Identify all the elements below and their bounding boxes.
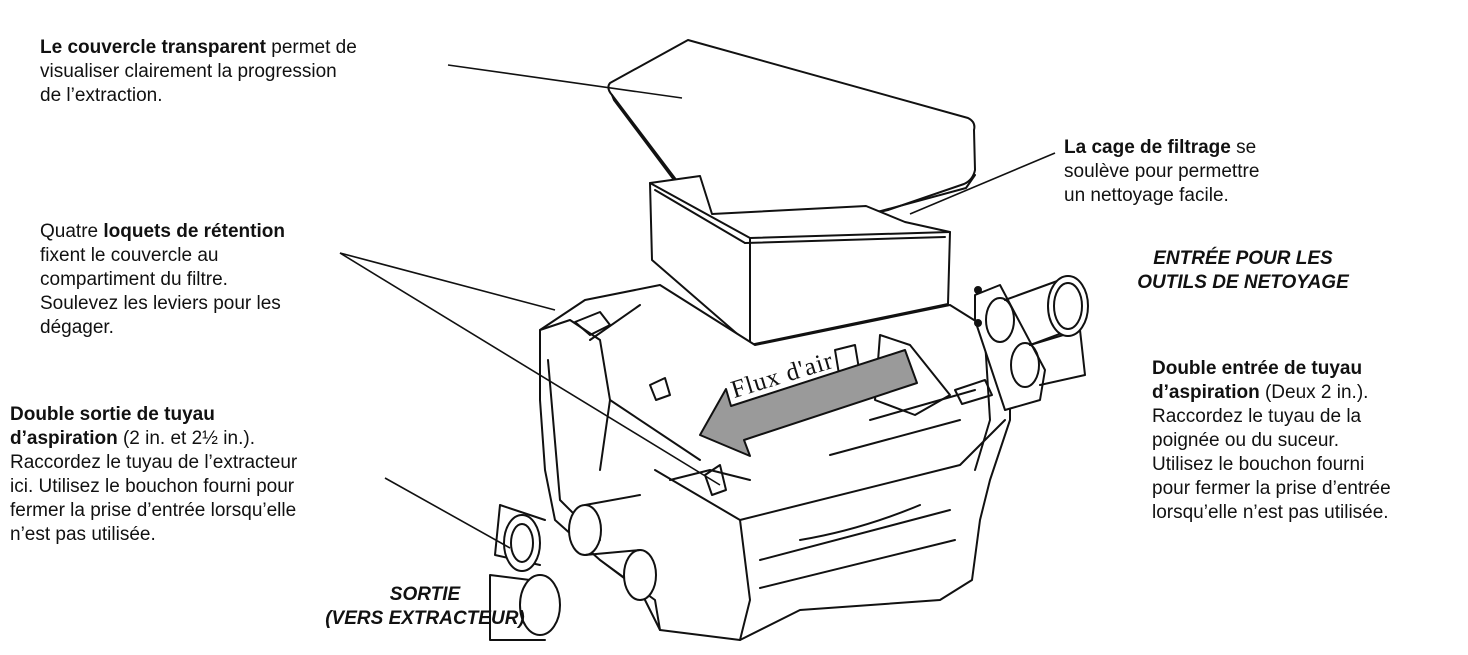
inlet-note-line2: (Deux 2 in.). — [1259, 382, 1369, 403]
tools-inlet-label-line1: ENTRÉE POUR LES — [1153, 248, 1333, 269]
outlet-note-line4: ici. Utilisez le bouchon fourni pour — [10, 476, 295, 497]
inlet-note-line7: lorsqu’elle n’est pas utilisée. — [1152, 502, 1389, 523]
filter-cage — [649, 175, 951, 346]
cage-note: La cage de filtrage se soulève pour perm… — [1064, 136, 1259, 208]
inlet-note-line4: poignée ou du suceur. — [1152, 430, 1339, 451]
outlet-note-line3: Raccordez le tuyau de l’extracteur — [10, 452, 298, 473]
outlet-note-line2: (2 in. et 2½ in.). — [117, 428, 255, 449]
inlet-note-line6: pour fermer la prise d’entrée — [1152, 478, 1391, 499]
lid-note: Le couvercle transparent permet de visua… — [40, 36, 357, 108]
outlet-note-bold2: d’aspiration — [10, 428, 118, 449]
latches-note-line3: compartiment du filtre. — [40, 269, 228, 290]
leader-line-latch-2 — [339, 252, 556, 311]
leader-line-outlet — [384, 477, 511, 549]
lid-note-line1: permet de — [265, 37, 357, 58]
cage-note-line1: se — [1230, 137, 1257, 158]
outlet-note-bold1: Double sortie de tuyau — [10, 404, 215, 425]
outlet-note-line6: n’est pas utilisée. — [10, 524, 156, 545]
inlet-note-line5: Utilisez le bouchon fourni — [1152, 454, 1365, 475]
cage-note-line2: soulève pour permettre — [1064, 161, 1260, 182]
tools-inlet-label: ENTRÉE POUR LES OUTILS DE NETOYAGE — [1098, 247, 1388, 295]
latches-note-bold: loquets de rétention — [103, 221, 285, 242]
inlet-note: Double entrée de tuyau d’aspiration (Deu… — [1152, 357, 1391, 525]
inlet-note-bold2: d’aspiration — [1152, 382, 1260, 403]
latches-note: Quatre loquets de rétention fixent le co… — [40, 220, 285, 340]
lid-note-bold: Le couvercle transparent — [40, 37, 266, 58]
inlet-note-line3: Raccordez le tuyau de la — [1152, 406, 1362, 427]
outlet-note: Double sortie de tuyau d’aspiration (2 i… — [10, 403, 297, 547]
latches-note-line5: dégager. — [40, 317, 114, 338]
outlet-label: SORTIE (VERS EXTRACTEUR) — [290, 583, 560, 631]
outlet-note-line5: fermer la prise d’entrée lorsqu’elle — [10, 500, 297, 521]
outlet-ports — [489, 494, 657, 641]
cage-note-line3: un nettoyage facile. — [1064, 185, 1229, 206]
outlet-label-line1: SORTIE — [389, 584, 461, 605]
lid-note-line3: de l’extraction. — [40, 85, 163, 106]
tools-inlet-ports — [974, 275, 1089, 411]
cage-note-bold: La cage de filtrage — [1064, 137, 1231, 158]
leader-line-lid — [447, 64, 683, 99]
leader-line-cage — [909, 152, 1056, 215]
airflow-arrow — [699, 349, 918, 457]
inlet-note-bold1: Double entrée de tuyau — [1152, 358, 1363, 379]
leader-line-latch-1 — [339, 252, 721, 486]
latches-note-line1: Quatre — [40, 221, 104, 242]
tools-inlet-label-line2: OUTILS DE NETOYAGE — [1137, 272, 1349, 293]
lid-note-line2: visualiser clairement la progression — [40, 61, 337, 82]
latches-note-line2: fixent le couvercle au — [40, 245, 219, 266]
latches-note-line4: Soulevez les leviers pour les — [40, 293, 281, 314]
outlet-label-line2: (VERS EXTRACTEUR) — [325, 608, 525, 629]
